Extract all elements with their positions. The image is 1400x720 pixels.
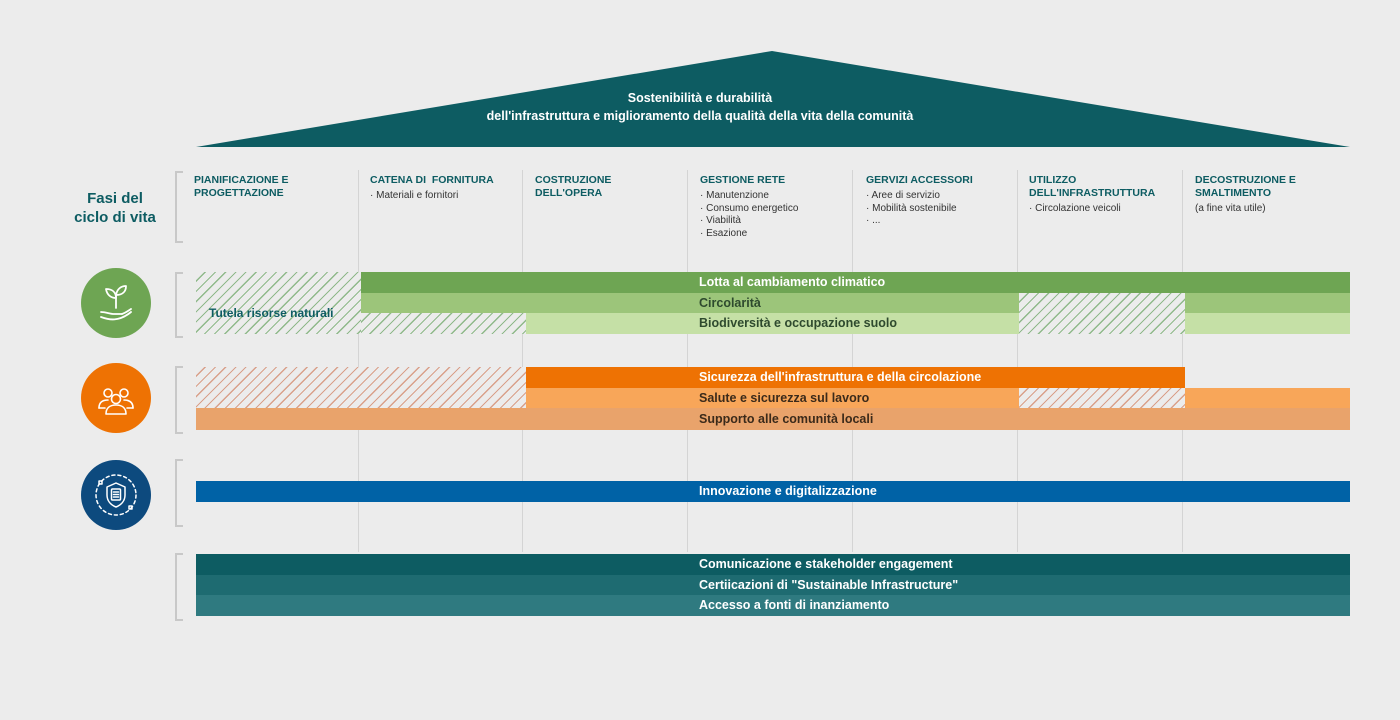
- phase-column: UTILIZZO DELL'INFRASTRUTTURA · Circolazi…: [1029, 174, 1179, 216]
- phase-title: COSTRUZIONE DELL'OPERA: [535, 174, 612, 199]
- hatch-usage-gap: [1019, 293, 1185, 334]
- bar-certification: Certiicazioni di "Sustainable Infrastruc…: [196, 575, 1350, 595]
- phase-column: CATENA DI FORNITURA · Materiali e fornit…: [370, 174, 515, 203]
- phase-title: CATENA DI FORNITURA: [370, 174, 494, 186]
- lifecycle-label-line1: Fasi del: [87, 190, 143, 207]
- roof-title: Sostenibilità e durabilità dell'infrastr…: [300, 89, 1100, 125]
- governance-circle: [81, 460, 151, 530]
- bar-community-label: Supporto alle comunità locali: [699, 412, 874, 426]
- people-group-icon: [98, 388, 134, 415]
- bar-circularity: Circolarità: [361, 293, 1350, 313]
- lifecycle-label-line2: ciclo di vita: [74, 209, 156, 226]
- phase-item: (a fine vita utile): [1195, 203, 1266, 214]
- hatch-social-early: [196, 367, 526, 408]
- bar-innovation-label: Innovazione e digitalizzazione: [699, 484, 877, 498]
- roof-title-line2: dell'infrastruttura e miglioramento dell…: [486, 109, 914, 123]
- bar-funding: Accesso a fonti di inanziamento: [196, 595, 1350, 616]
- phase-title: GERVIZI ACCESSORI: [866, 174, 973, 186]
- phase-item: · Circolazione veicoli: [1029, 203, 1121, 214]
- phase-column: DECOSTRUZIONE E SMALTIMENTO (a fine vita…: [1195, 174, 1345, 216]
- lifecycle-bracket: [175, 171, 183, 243]
- phase-item: · Consumo energetico: [700, 202, 799, 214]
- lifecycle-label: Fasi del ciclo di vita: [60, 189, 170, 227]
- bar-community: Supporto alle comunità locali: [196, 408, 1350, 430]
- bar-biodiversity: Biodiversità e occupazione suolo: [526, 313, 1350, 334]
- roof-banner: [196, 51, 1350, 147]
- plant-in-hand-icon: [100, 285, 132, 321]
- bar-health-label: Salute e sicurezza sul lavoro: [699, 391, 870, 405]
- phase-title: PIANIFICAZIONE E PROGETTAZIONE: [194, 174, 289, 199]
- phase-item: · Materiali e fornitori: [370, 190, 459, 201]
- bar-climate-change-label: Lotta al cambiamento climatico: [699, 275, 886, 289]
- environment-circle: [81, 268, 151, 338]
- bar-certification-label: Certiicazioni di "Sustainable Infrastruc…: [699, 578, 959, 592]
- ecosystem-bracket: [175, 553, 183, 621]
- phase-title: DECOSTRUZIONE E SMALTIMENTO: [1195, 174, 1296, 199]
- column-divider: [687, 170, 688, 552]
- phase-item: · Manutenzione: [700, 190, 769, 201]
- governance-bracket: [175, 459, 183, 527]
- social-circle: [81, 363, 151, 433]
- bar-climate-change: Lotta al cambiamento climatico: [361, 272, 1350, 293]
- bar-health: Salute e sicurezza sul lavoro: [526, 388, 1350, 408]
- social-bracket: [175, 366, 183, 434]
- bar-biodiversity-label: Biodiversità e occupazione suolo: [699, 316, 897, 330]
- phase-column: GESTIONE RETE · Manutenzione · Consumo e…: [700, 174, 845, 240]
- column-divider: [1182, 170, 1183, 552]
- phase-column: GERVIZI ACCESSORI · Aree di servizio · M…: [866, 174, 1011, 228]
- roof-title-line1: Sostenibilità e durabilità: [627, 91, 773, 105]
- bar-safety: Sicurezza dell'infrastruttura e della ci…: [526, 367, 1185, 388]
- shield-document-icon: [95, 474, 137, 516]
- phase-item: · Mobilità sostenibile: [866, 202, 957, 214]
- hatch-health-gap: [1019, 388, 1185, 408]
- phase-item: · Esazione: [700, 227, 748, 239]
- environment-bracket: [175, 272, 183, 338]
- phase-title: GESTIONE RETE: [700, 174, 786, 186]
- hatch-natural-resources: [196, 272, 361, 334]
- hatch-natural-resources: [361, 313, 526, 334]
- bar-safety-label: Sicurezza dell'infrastruttura e della ci…: [699, 370, 982, 384]
- column-divider: [852, 170, 853, 552]
- phase-title: UTILIZZO DELL'INFRASTRUTTURA: [1029, 174, 1156, 199]
- natural-resources-label: Tutela risorse naturali: [209, 306, 334, 320]
- bar-stakeholder-label: Comunicazione e stakeholder engagement: [699, 557, 953, 571]
- phase-column: PIANIFICAZIONE E PROGETTAZIONE: [194, 174, 344, 200]
- phase-item: · Viabilità: [700, 215, 741, 226]
- phase-item: · ...: [866, 215, 881, 226]
- column-divider: [1017, 170, 1018, 552]
- bar-innovation: Innovazione e digitalizzazione: [196, 481, 1350, 502]
- bar-stakeholder: Comunicazione e stakeholder engagement: [196, 554, 1350, 575]
- bar-circularity-label: Circolarità: [699, 296, 761, 310]
- column-divider: [522, 170, 523, 552]
- phase-item: · Aree di servizio: [866, 190, 940, 201]
- phase-column: COSTRUZIONE DELL'OPERA: [535, 174, 675, 200]
- column-divider: [358, 170, 359, 552]
- bar-funding-label: Accesso a fonti di inanziamento: [699, 598, 890, 612]
